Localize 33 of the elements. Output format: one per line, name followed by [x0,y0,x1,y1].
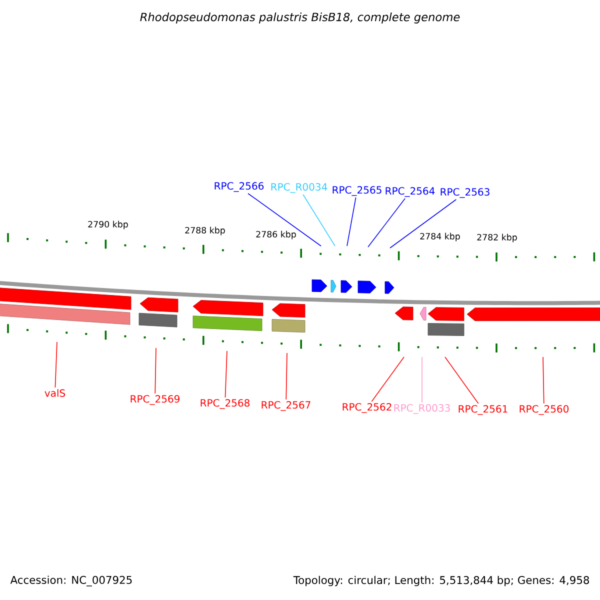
gene-label: RPC_2566 [214,182,264,192]
gene-label: RPC_2563 [440,188,490,198]
gene-label: RPC_2562 [342,403,392,413]
leader-line [346,197,356,246]
gene-label: valS [44,389,66,397]
leader-line [444,356,479,404]
scale-label: 2786 kbp [256,230,296,240]
scale-label: 2784 kbp [420,232,460,242]
scale-label: 2788 kbp [185,226,225,236]
footer-text: Accession: NC_007925 [10,576,132,586]
leader-line [248,193,322,246]
leader-line [302,194,336,246]
footer-text: Topology: circular; Length: 5,513,844 bp; Genes: 4,958 [293,576,590,586]
leader-line [286,352,288,400]
scale-label: 2790 kbp [88,220,128,230]
gene-label: RPC_2561 [458,405,508,415]
gene-label: RPC_2567 [262,401,310,411]
gene-label: RPC_R0034 [271,183,328,193]
leader-line [54,342,58,388]
leader-line [154,348,156,394]
leader-line [390,199,457,248]
gene-label: RPC_R0033 [394,404,450,414]
leader-line [368,198,406,248]
gene-label: RPC_2565 [332,186,382,196]
title: Rhodopseudomonas palustris BisB18, complete genome [140,12,460,24]
leader-line [542,356,544,404]
scale-label: 2782 kbp [477,234,517,242]
leader-line [371,356,404,402]
leader-line [224,350,228,398]
gene-label: RPC_2564 [386,187,435,197]
gene-label: RPC_2560 [520,405,569,415]
gene-label: RPC_2569 [130,395,180,405]
gene-label: RPC_2568 [200,399,250,409]
